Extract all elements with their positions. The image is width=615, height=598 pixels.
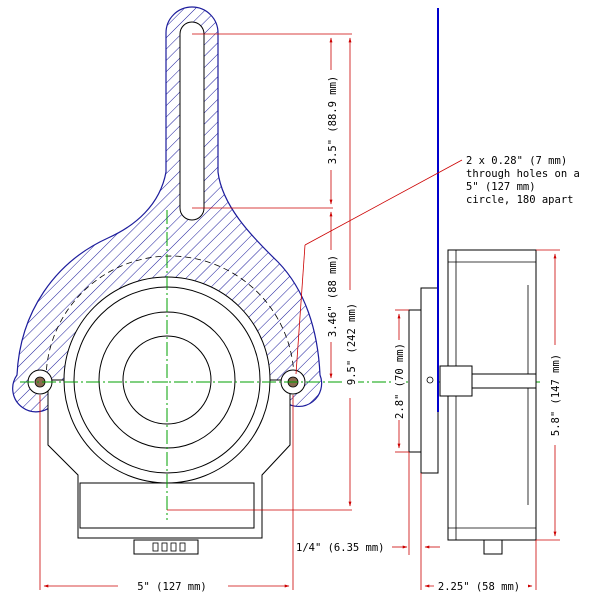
label-bg-hole-spacing [118, 579, 228, 593]
note-line-2: through holes on a [466, 168, 580, 180]
leader-note [295, 244, 306, 375]
hole-note: 2 x 0.28" (7 mm) through holes on a 5" (… [466, 155, 580, 206]
mounting-arm [12, 6, 323, 413]
connector-pin-1 [152, 542, 159, 552]
note-line-1: 2 x 0.28" (7 mm) [466, 155, 567, 167]
side-pilot [408, 309, 422, 453]
shaft [471, 373, 537, 389]
dim-label-pilot: 2.8" (70 mm) [394, 343, 406, 419]
leader-note-2 [304, 159, 463, 246]
note-line-4: circle, 180 apart [466, 194, 573, 206]
note-line-3: 5" (127 mm) [466, 181, 536, 193]
label-bg-pilot [392, 340, 406, 420]
encoder-body-front [47, 276, 291, 555]
dim-label-hole-spacing: 5" (127 mm) [137, 581, 207, 593]
dim-label-body: 5.8" (147 mm) [550, 354, 562, 436]
dim-label-side-depth: 2.25" (58 mm) [438, 581, 520, 593]
center-lines [20, 210, 540, 520]
label-bg-body [548, 345, 562, 445]
connector-pin-4 [179, 542, 186, 552]
dim-label-flange: 1/4" (6.35 mm) [296, 542, 385, 554]
dim-label-overall: 9.5" (242 mm) [346, 303, 358, 385]
side-connector [483, 539, 503, 555]
dim-label-pivot: 3.46" (88 mm) [327, 255, 339, 337]
connector-pin-3 [170, 542, 177, 552]
shaft-collar [439, 365, 473, 397]
hub-circle [122, 335, 212, 425]
label-bg-slot [325, 70, 339, 170]
connector-pin-2 [161, 542, 168, 552]
adjustment-slot [179, 21, 205, 221]
label-bg-pivot [325, 250, 339, 342]
encoder-side-view [408, 8, 537, 555]
shaft-pin [426, 376, 434, 384]
label-bg-side-depth [434, 579, 528, 593]
mounting-arm-outline [12, 6, 323, 413]
dim-label-slot-text: 3.5" (88.9 mm) [327, 76, 339, 165]
bolt-circle-dashed [45, 255, 295, 381]
label-bg-overall [344, 290, 358, 398]
